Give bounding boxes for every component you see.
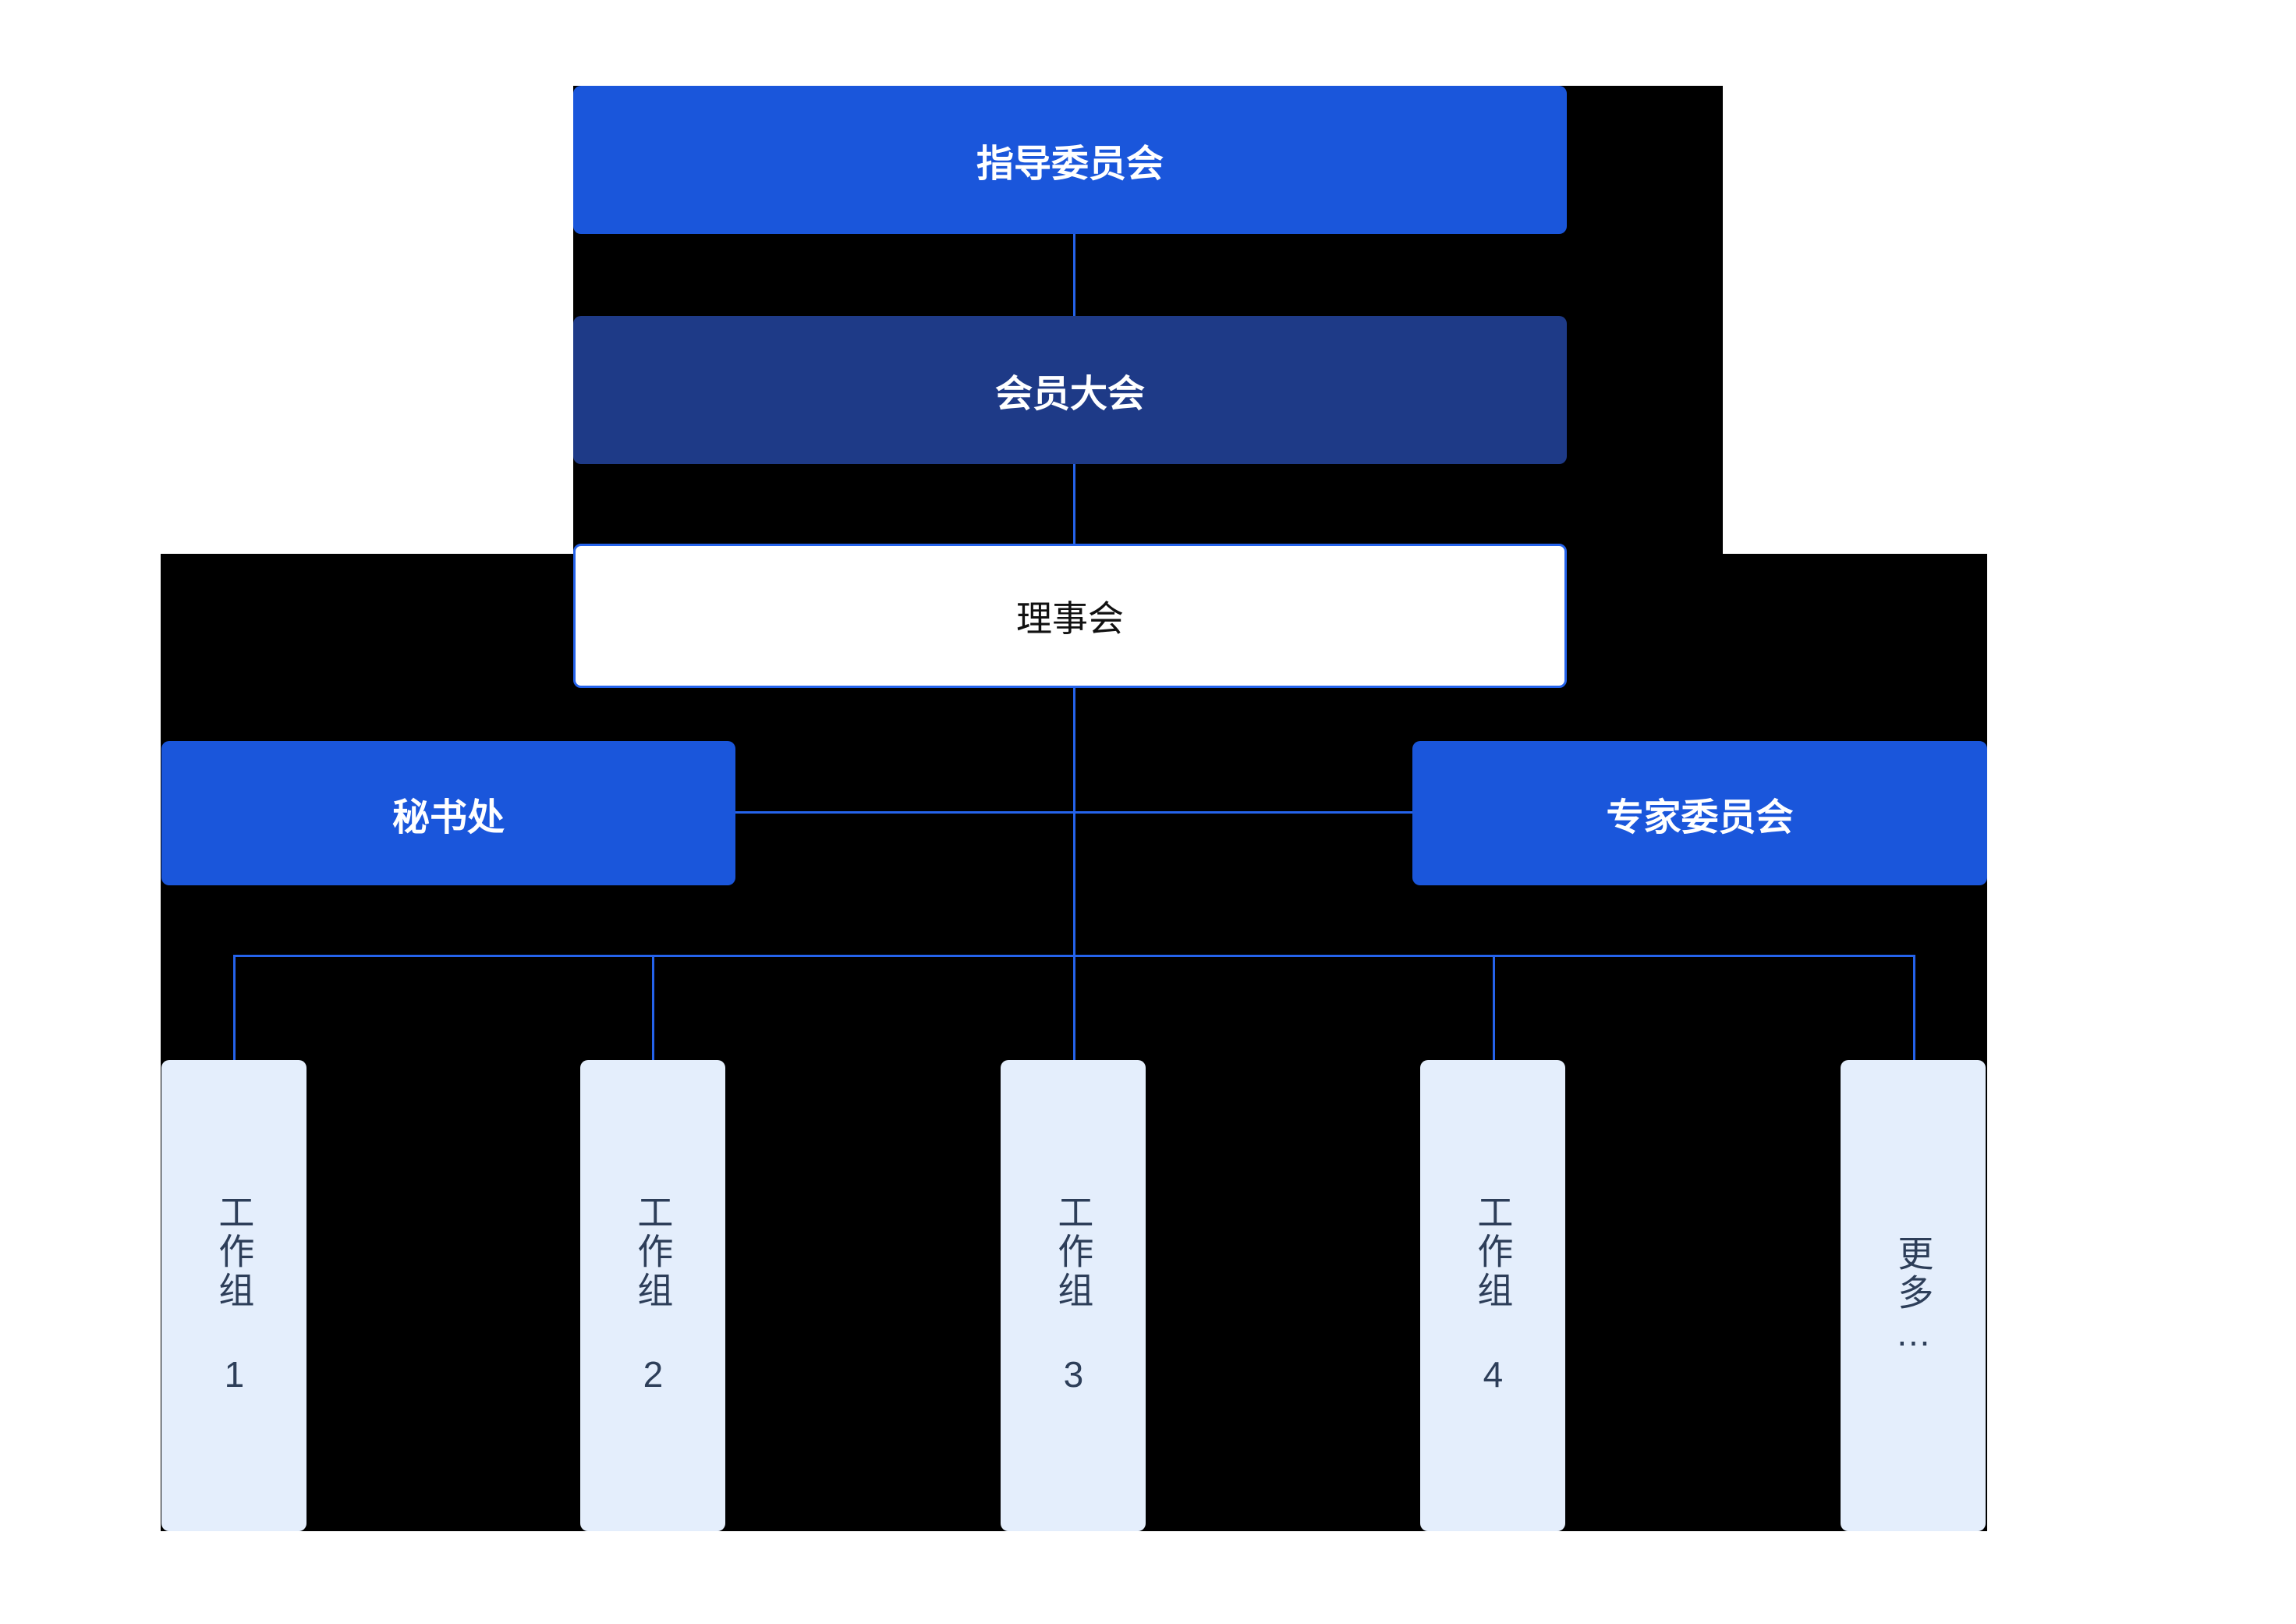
connector-drop-working-group-4	[1493, 955, 1495, 1060]
node-working-group-3[interactable]: 工作组 3	[1001, 1060, 1146, 1531]
node-general-assembly[interactable]: 会员大会	[573, 316, 1567, 464]
connector-steering-to-assembly	[1073, 234, 1075, 320]
node-steering-committee[interactable]: 指导委员会	[573, 86, 1567, 234]
node-working-group-2[interactable]: 工作组 2	[580, 1060, 725, 1531]
node-board-of-directors[interactable]: 理事会	[573, 544, 1567, 688]
connector-drop-working-group-5	[1913, 955, 1915, 1060]
node-working-group-4[interactable]: 工作组 4	[1420, 1060, 1565, 1531]
connector-drop-working-group-2	[652, 955, 654, 1060]
node-secretariat[interactable]: 秘书处	[161, 741, 735, 885]
node-working-group-1[interactable]: 工作组 1	[161, 1060, 306, 1531]
connector-board-to-bus	[1073, 686, 1075, 956]
connector-drop-working-group-1	[233, 955, 236, 1060]
connector-drop-working-group-3	[1073, 955, 1075, 1060]
node-expert-committee[interactable]: 专家委员会	[1412, 741, 1987, 885]
node-working-group-more[interactable]: 更多…	[1841, 1060, 1986, 1531]
connector-assembly-to-board	[1073, 464, 1075, 546]
